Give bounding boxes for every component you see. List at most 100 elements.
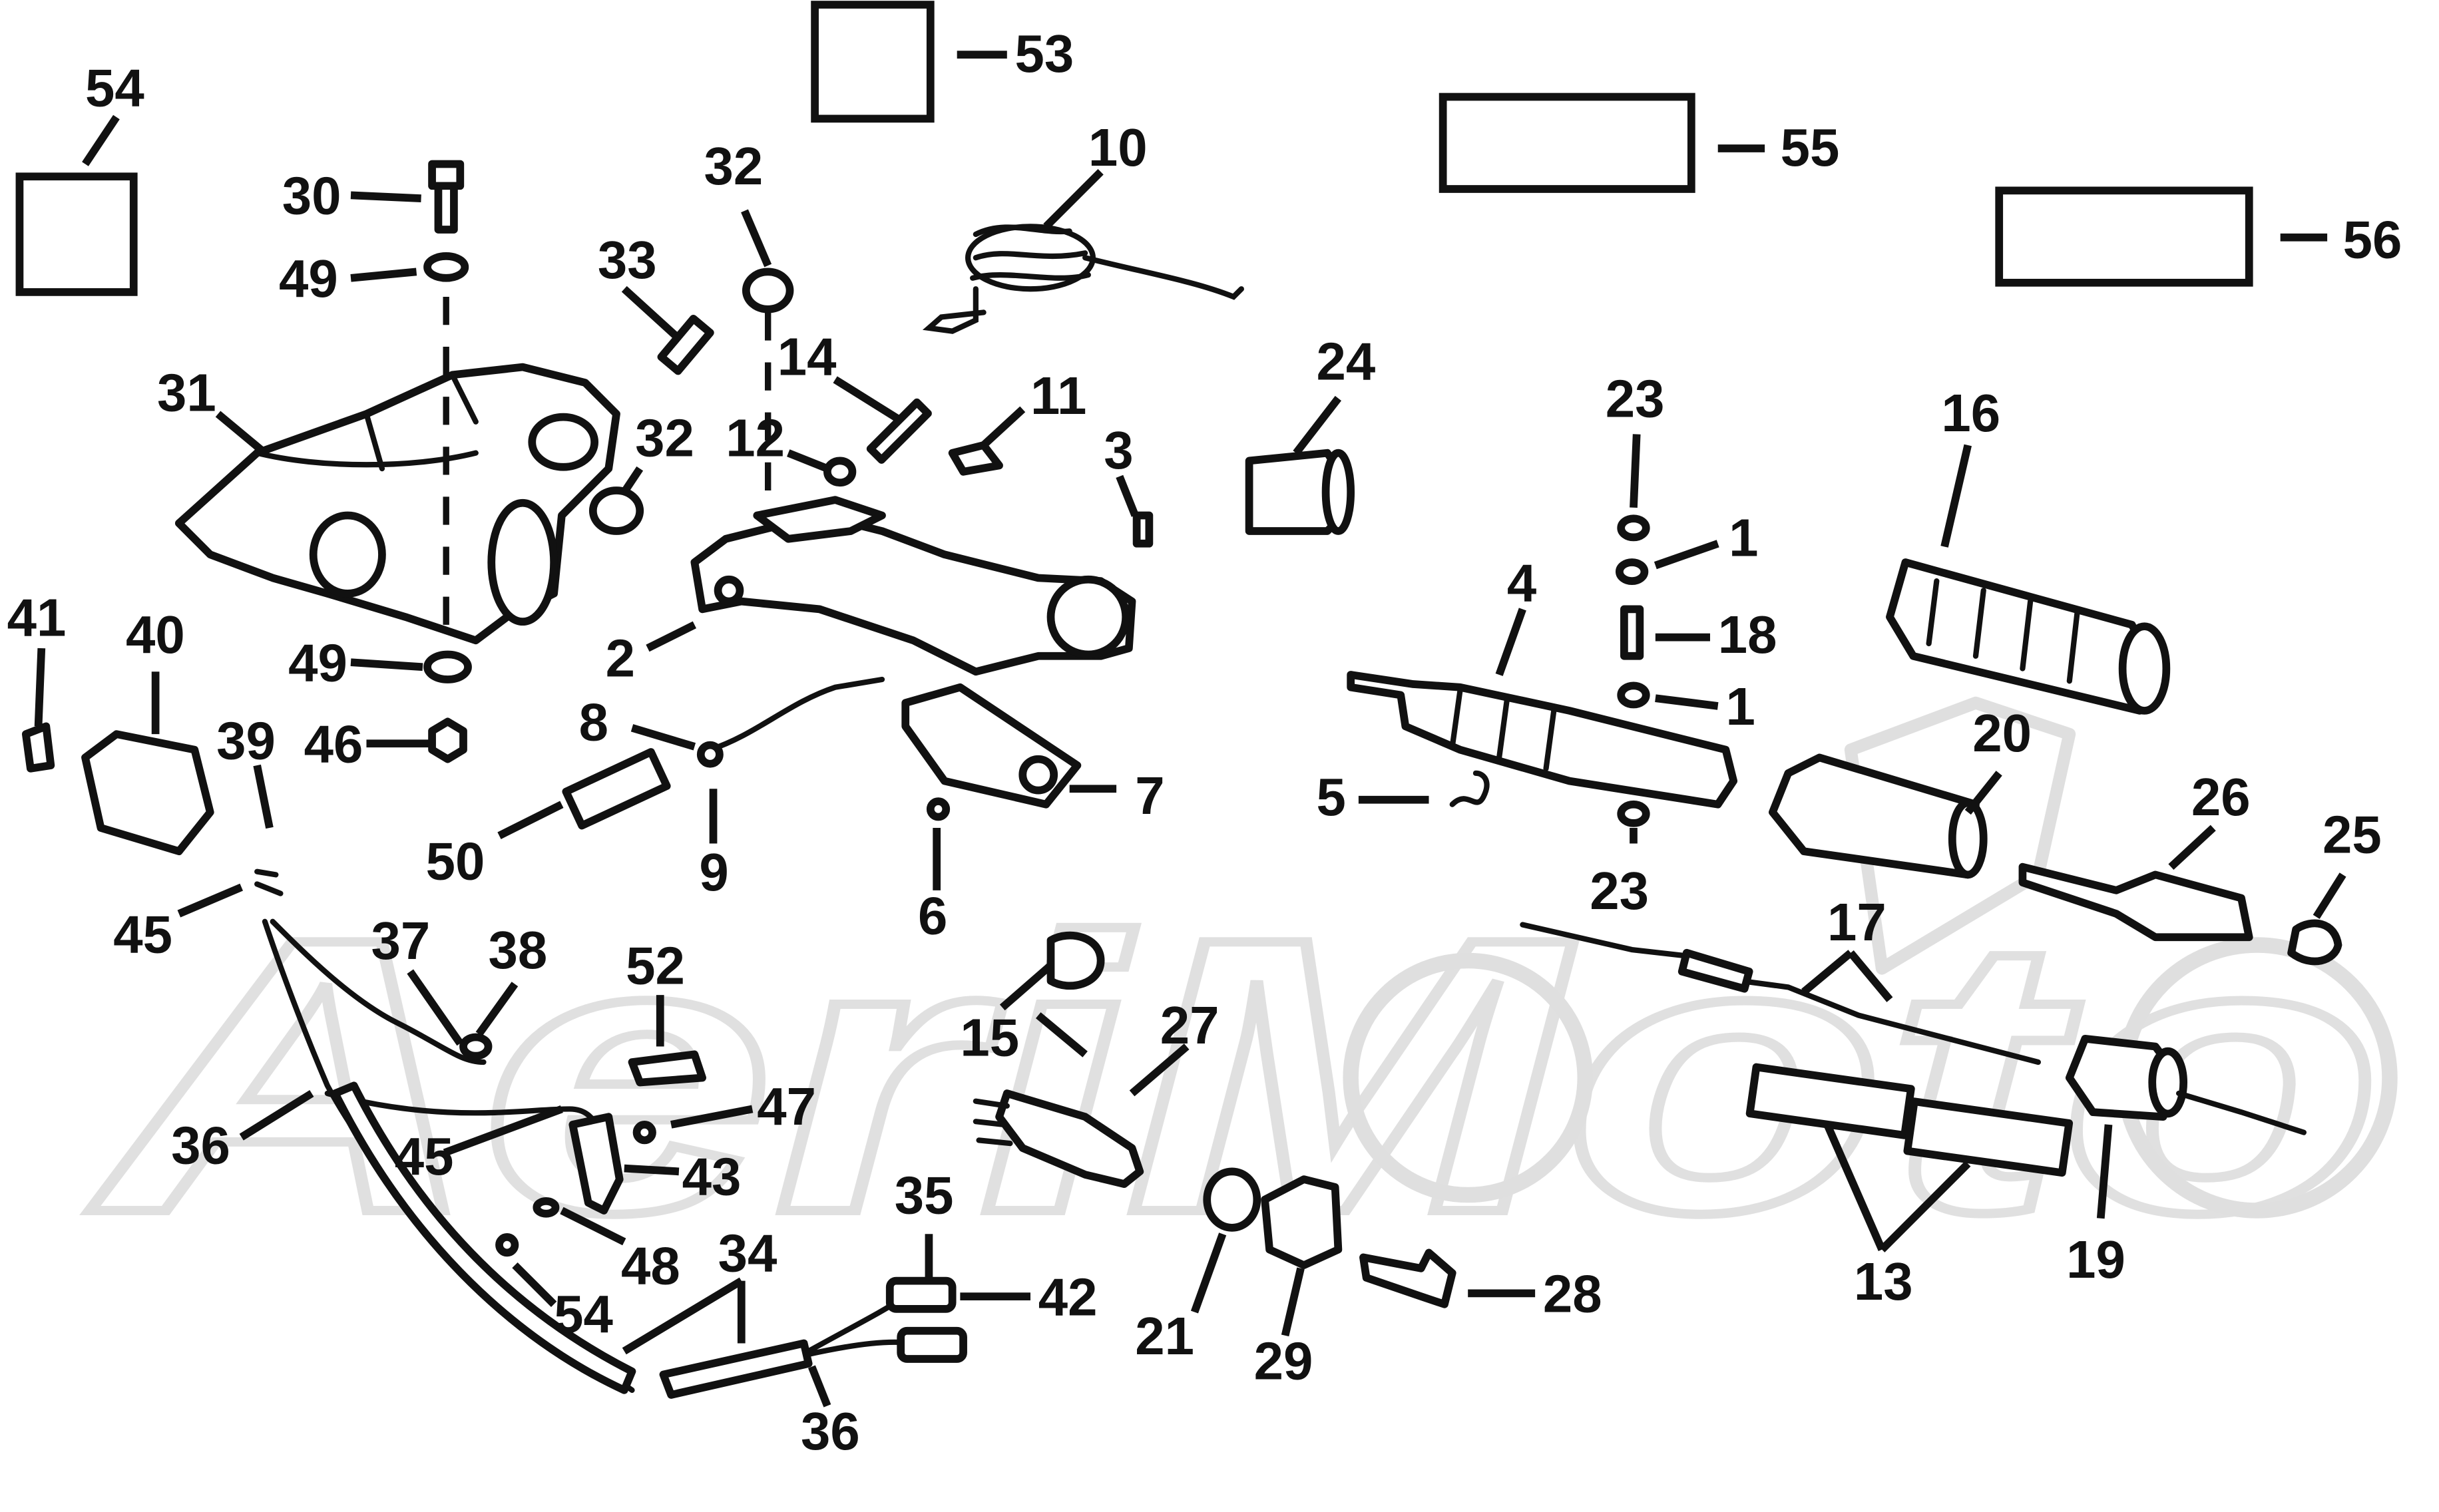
pin-18 [1620, 605, 1644, 660]
callout-36-left: 36 [171, 1116, 230, 1175]
callout-24: 24 [1317, 331, 1376, 391]
callout-47: 47 [757, 1077, 816, 1136]
callout-18: 18 [1718, 605, 1777, 664]
callout-21: 21 [1135, 1306, 1194, 1366]
callout-4: 4 [1507, 554, 1536, 613]
callout-28: 28 [1543, 1264, 1602, 1324]
callout-2: 2 [606, 628, 635, 687]
sleeve-50 [562, 748, 671, 830]
callout-19: 19 [2066, 1230, 2125, 1289]
connector-35a [885, 1276, 957, 1313]
screw-47 [632, 1121, 656, 1145]
callout-32-top: 32 [704, 136, 763, 196]
blank-box-53 [811, 1, 935, 123]
spring-5 [1449, 770, 1490, 807]
terminal-41 [21, 722, 55, 773]
callout-39: 39 [216, 711, 276, 771]
callout-56: 56 [2343, 210, 2402, 269]
washer-32-top [742, 268, 794, 313]
conduit-36b [659, 1339, 813, 1399]
switch-26 [2018, 862, 2253, 942]
callout-3: 3 [1104, 421, 1133, 480]
callout-5: 5 [1317, 767, 1346, 827]
callout-32-lower: 32 [635, 408, 694, 467]
callout-35: 35 [895, 1166, 954, 1225]
callout-46: 46 [304, 714, 363, 773]
throttle-tube-20 [1769, 753, 1988, 879]
bushing-23-lower [1617, 800, 1650, 827]
grip-16 [1886, 558, 2171, 715]
callout-41: 41 [7, 588, 67, 647]
callout-25: 25 [2323, 805, 2382, 864]
callout-1-lower: 1 [1725, 677, 1755, 736]
nut-29 [1261, 1175, 1343, 1270]
callout-52: 52 [626, 936, 685, 996]
callout-53: 53 [1015, 24, 1074, 83]
callout-48: 48 [621, 1236, 680, 1295]
callout-33: 33 [598, 230, 657, 289]
tube-13a [1745, 1063, 1915, 1139]
callout-50: 50 [426, 831, 485, 890]
callout-38: 38 [489, 920, 548, 980]
callout-40: 40 [126, 605, 185, 664]
conduit-36 [331, 1081, 636, 1394]
lanyard-coil [922, 224, 1244, 334]
cable-housing-19 [2065, 1034, 2307, 1135]
connector-35b [897, 1326, 967, 1363]
key-28 [1359, 1248, 1456, 1308]
clip-11 [948, 441, 1003, 476]
callout-54-screw: 54 [554, 1284, 613, 1344]
nut-46 [428, 717, 467, 763]
callout-26: 26 [2191, 767, 2251, 827]
leader-lines [34, 51, 2346, 1408]
callout-55: 55 [1781, 118, 1840, 177]
callout-30: 30 [282, 166, 341, 226]
bushing-23-top [1617, 514, 1650, 542]
callout-36-bottom: 36 [801, 1402, 860, 1461]
callout-54-box: 54 [85, 59, 144, 118]
washer-12 [823, 457, 857, 487]
throttle-shaft-4 [1347, 671, 1738, 809]
tiller-arm [690, 496, 1136, 676]
washer-32-lower [588, 486, 644, 535]
callout-37: 37 [371, 911, 431, 970]
callout-7: 7 [1135, 766, 1164, 825]
callout-29: 29 [1254, 1331, 1313, 1390]
callout-11: 11 [1030, 366, 1086, 425]
blank-box-55 [1439, 93, 1695, 193]
ground-wire-9 [707, 676, 885, 753]
callout-6: 6 [918, 886, 947, 946]
pin-33 [657, 314, 714, 375]
washer-49-lower [423, 650, 472, 683]
callout-9: 9 [699, 843, 728, 902]
wire-45 [324, 1090, 604, 1135]
callout-16: 16 [1941, 383, 2000, 443]
blank-box-56 [1995, 186, 2253, 287]
callout-labels: 54 53 55 56 30 49 32 33 31 10 14 11 12 3… [7, 24, 2402, 1461]
steering-housing [174, 363, 620, 645]
plate-52 [628, 1050, 706, 1087]
callout-34: 34 [718, 1224, 777, 1283]
callout-15: 15 [960, 1008, 1019, 1067]
sleeve-24 [1245, 449, 1355, 535]
pin-3 [1132, 511, 1154, 548]
bushing-1-top [1615, 558, 1649, 585]
callout-17: 17 [1827, 892, 1886, 952]
wire-37 [270, 918, 487, 1065]
callout-49-lower: 49 [288, 633, 347, 692]
callout-23-lower: 23 [1590, 861, 1649, 920]
callout-45-mid: 45 [395, 1127, 454, 1186]
screw-6 [926, 797, 951, 821]
eyelet-38 [459, 1033, 493, 1060]
callout-13: 13 [1854, 1252, 1913, 1311]
callout-20: 20 [1972, 703, 2032, 763]
connector-40 [81, 730, 214, 856]
callout-27: 27 [1160, 996, 1220, 1055]
callout-23-top: 23 [1606, 369, 1665, 429]
alignment-lines [443, 296, 772, 641]
callout-10: 10 [1088, 118, 1148, 177]
cap-25 [2287, 919, 2342, 966]
screw-54 [495, 1233, 519, 1257]
callout-31: 31 [157, 363, 216, 422]
